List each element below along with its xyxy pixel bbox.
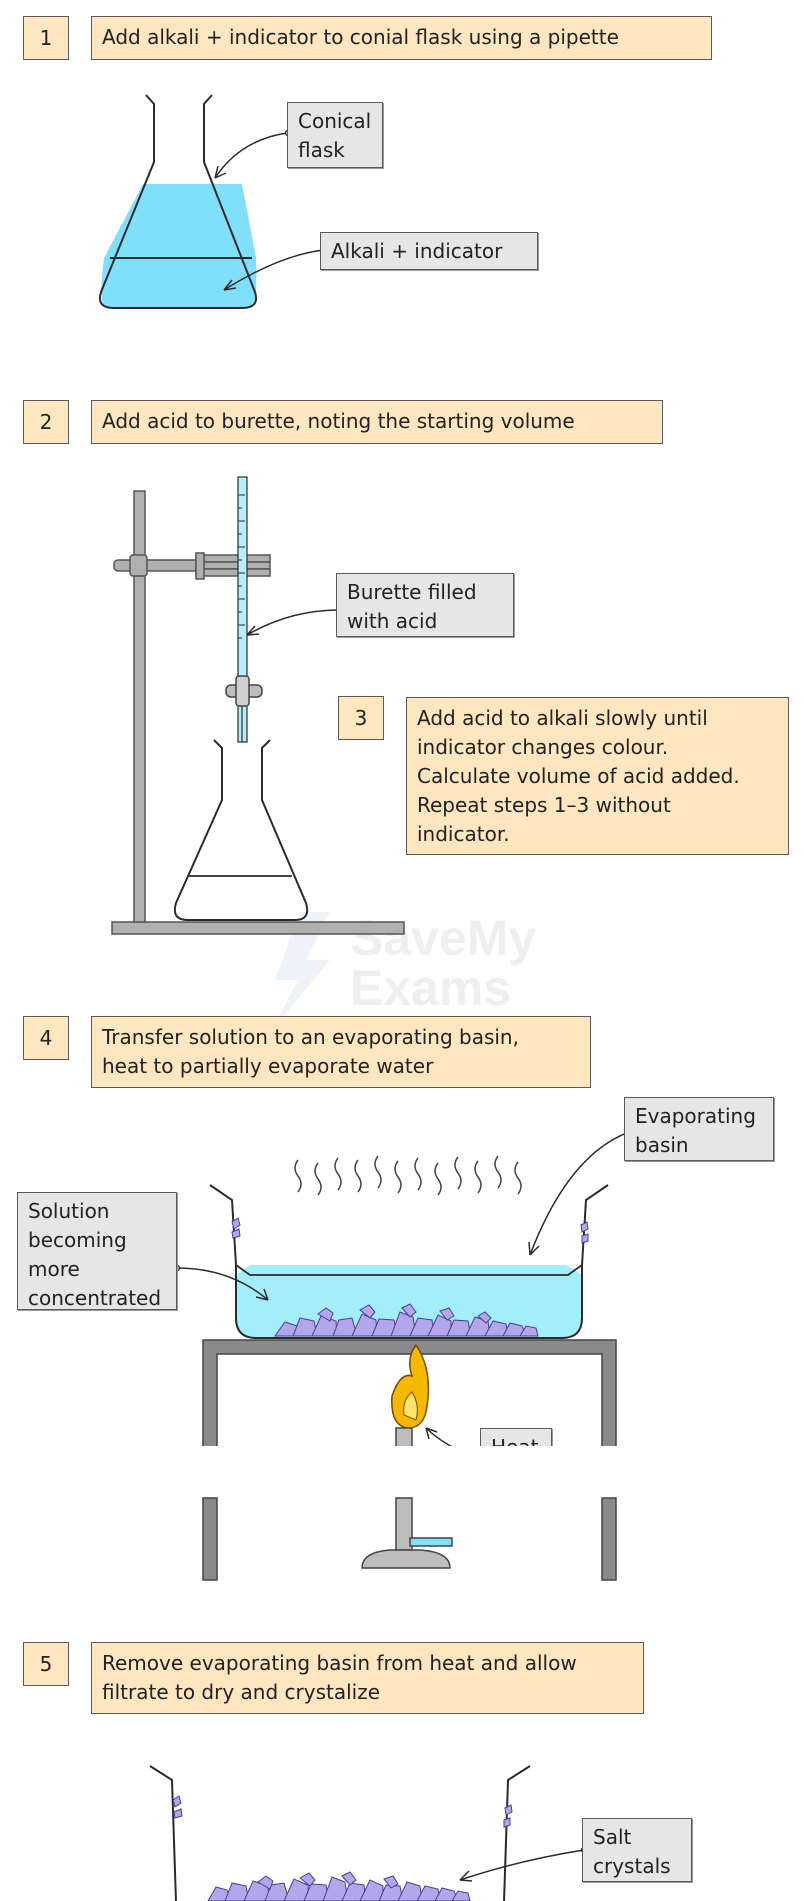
label-conical-flask: Conical flask [287,102,383,168]
step-number-3: 3 [338,696,384,740]
label-solution-concentrated: Solution becoming more concentrated [17,1192,177,1310]
step-3-text: Add acid to alkali slowly until indicato… [406,697,789,855]
bunsen-burner [361,1343,453,1569]
tripod [202,1339,617,1581]
step-5-text: Remove evaporating basin from heat and a… [91,1642,644,1714]
conical-flask-step3 [173,739,309,921]
step-1-text: Add alkali + indicator to conial flask u… [91,16,712,60]
conical-flask-step1 [98,94,258,309]
label-alkali-indicator: Alkali + indicator [320,232,538,270]
step-2-text: Add acid to burette, noting the starting… [91,400,663,444]
basin-step5 [149,1765,531,1901]
step-number-2: 2 [23,400,69,444]
leader-line-salt [459,1846,588,1882]
svg-text:SaveMy: SaveMy [350,910,536,966]
label-evaporating-basin: Evaporating basin [624,1097,774,1161]
savemyexams-watermark: SaveMy Exams [272,910,536,1030]
step-4-text: Transfer solution to an evaporating basi… [91,1016,591,1088]
step-number-4: 4 [23,1016,69,1060]
step-number-1: 1 [23,16,69,60]
leader-line-burette [246,606,343,636]
label-burette: Burette filled with acid [336,573,514,637]
steam-lines [294,1155,522,1196]
step-number-5: 5 [23,1642,69,1686]
label-salt-crystals: Salt crystals [582,1818,692,1882]
retort-stand [111,490,405,935]
svg-text:Exams: Exams [350,960,511,1016]
burette [225,476,263,743]
cut-band [150,1446,650,1476]
crystals-in-basin [274,1303,539,1337]
salt-crystals [207,1871,471,1901]
